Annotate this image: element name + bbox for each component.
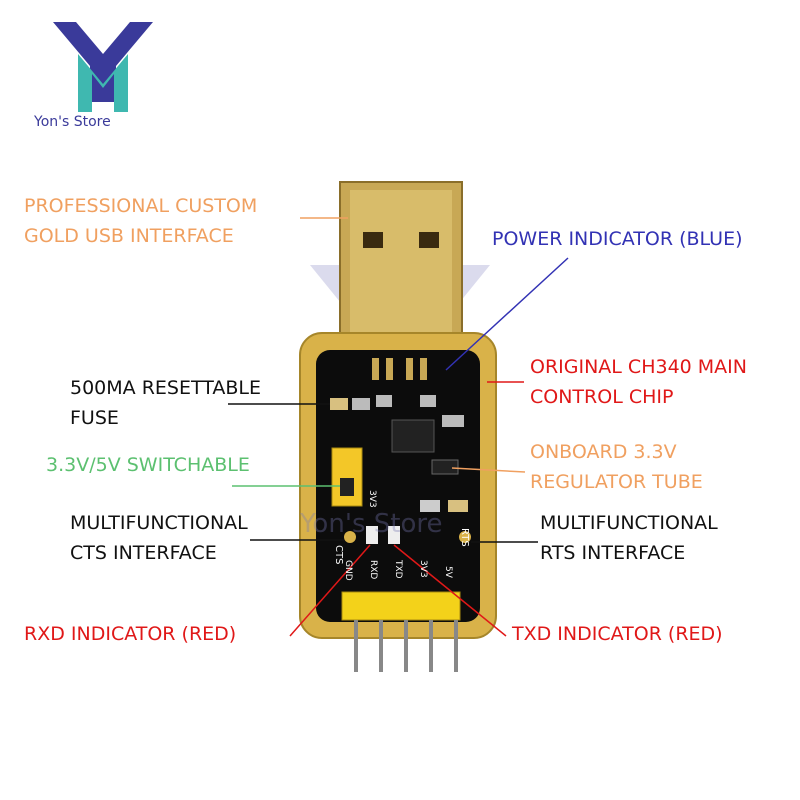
- store-name: Yon's Store: [34, 114, 111, 130]
- cts-label-line2: CTS INTERFACE: [70, 542, 217, 565]
- pins: [354, 620, 458, 672]
- rts-label: MULTIFUNCTIONAL RTS INTERFACE: [540, 508, 718, 569]
- regulator-label-line2: REGULATOR TUBE: [530, 471, 703, 494]
- power-indicator-label: POWER INDICATOR (BLUE): [492, 228, 743, 250]
- cts-silk: CTS: [333, 545, 344, 564]
- rts-label-line1: MULTIFUNCTIONAL: [540, 512, 718, 534]
- fuse-label-line2: FUSE: [70, 407, 119, 430]
- voltage-jumper: [331, 447, 363, 507]
- pin-gnd: GND: [343, 560, 353, 581]
- cts-pad: [344, 531, 356, 543]
- cts-label: MULTIFUNCTIONAL CTS INTERFACE: [70, 508, 248, 569]
- jumper-silk: 3V3: [367, 490, 377, 508]
- rts-label-line2: RTS INTERFACE: [540, 542, 686, 565]
- switch-label: 3.3V/5V SWITCHABLE: [46, 454, 250, 476]
- pin-5v: 5V: [443, 566, 453, 579]
- regulator-label: ONBOARD 3.3V REGULATOR TUBE: [530, 437, 703, 498]
- rxd-label: RXD INDICATOR (RED): [24, 623, 237, 645]
- ch340-label-line1: ORIGINAL CH340 MAIN: [530, 356, 747, 378]
- rxd-led: [366, 526, 378, 544]
- cts-label-line1: MULTIFUNCTIONAL: [70, 512, 248, 534]
- regulator: [431, 459, 459, 475]
- pcb: [316, 350, 480, 622]
- rts-pad: [459, 531, 471, 543]
- rts-silk: RTS: [459, 528, 470, 547]
- usb-label-line1: PROFESSIONAL CUSTOM: [24, 195, 258, 217]
- usb-label: PROFESSIONAL CUSTOM GOLD USB INTERFACE: [24, 191, 257, 252]
- txd-led: [388, 526, 400, 544]
- pin-txd: TXD: [393, 559, 403, 579]
- usb-hole-right: [419, 232, 439, 248]
- regulator-label-line1: ONBOARD 3.3V: [530, 441, 677, 463]
- ch340-label: ORIGINAL CH340 MAIN CONTROL CHIP: [530, 352, 747, 413]
- usb-label-line2: GOLD USB INTERFACE: [24, 225, 234, 248]
- pin-3v3: 3V3: [418, 560, 428, 578]
- txd-label: TXD INDICATOR (RED): [512, 623, 723, 645]
- store-logo: [53, 22, 153, 112]
- watermark-text: Yon's Store: [299, 509, 443, 539]
- pin-header: [341, 591, 461, 621]
- pin-rxd: RXD: [368, 560, 378, 579]
- fuse-component: [330, 398, 348, 410]
- fuse-label: 500MA RESETTABLE FUSE: [70, 373, 261, 434]
- fuse-label-line1: 500MA RESETTABLE: [70, 377, 261, 399]
- ch340-label-line2: CONTROL CHIP: [530, 386, 674, 409]
- ch340-chip: [391, 419, 435, 453]
- usb-hole-left: [363, 232, 383, 248]
